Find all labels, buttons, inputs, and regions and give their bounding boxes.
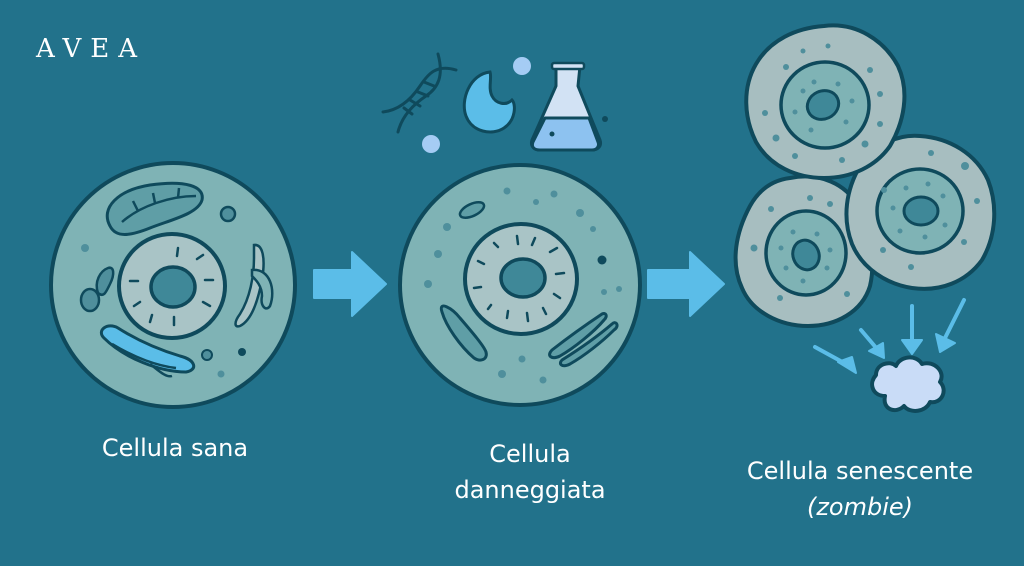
dot	[238, 348, 246, 356]
stage-label-healthy: Cellula sana	[60, 430, 290, 466]
particle-dot	[422, 135, 440, 153]
down-arrow-icon	[901, 304, 923, 355]
label-line: Cellula sana	[101, 434, 249, 462]
secretion-arrows	[813, 298, 966, 374]
dot	[201, 349, 213, 361]
down-arrow-icon	[813, 345, 857, 374]
inflammatory-cloud-icon	[870, 355, 946, 413]
vesicle-icon	[458, 201, 486, 219]
dna-helix-icon	[381, 52, 458, 134]
label-line: Cellula	[489, 440, 571, 468]
stage-label-senescent: Cellula senescente (zombie)	[700, 453, 1020, 525]
endoplasmic-reticulum-icon	[99, 324, 196, 378]
nucleus-icon	[463, 222, 579, 336]
particle-dot	[513, 57, 531, 75]
particle-dot	[602, 116, 608, 122]
dot	[597, 255, 607, 265]
brand-logo: AVEA	[36, 34, 147, 64]
enzyme-blob-icon	[462, 70, 516, 134]
mitochondrion-icon	[105, 181, 204, 236]
damaged-cell	[398, 163, 642, 407]
healthy-cell	[49, 161, 297, 409]
golgi-icon	[548, 312, 619, 368]
dot	[217, 370, 225, 378]
dot	[81, 244, 89, 252]
mitochondrion-icon	[439, 304, 488, 362]
stage-label-damaged: Cellula danneggiata	[410, 436, 650, 508]
right-arrow-icon	[647, 251, 725, 317]
dots	[424, 187, 622, 384]
senescent-cell-cluster	[733, 23, 997, 329]
nucleus-icon	[117, 232, 227, 340]
down-arrow-icon	[859, 328, 885, 359]
down-arrow-icon	[935, 298, 966, 353]
senescent-cell	[744, 23, 907, 181]
stressors-group	[381, 52, 608, 153]
golgi-icon	[234, 243, 274, 328]
label-line: danneggiata	[454, 476, 606, 504]
label-line-zombie: (zombie)	[806, 493, 914, 521]
lab-flask-icon	[530, 61, 602, 152]
lysosome-icon	[79, 266, 115, 313]
label-line: Cellula senescente	[746, 457, 974, 485]
vesicle-icon	[219, 205, 237, 223]
senescent-cell	[844, 133, 997, 291]
right-arrow-icon	[313, 251, 387, 317]
